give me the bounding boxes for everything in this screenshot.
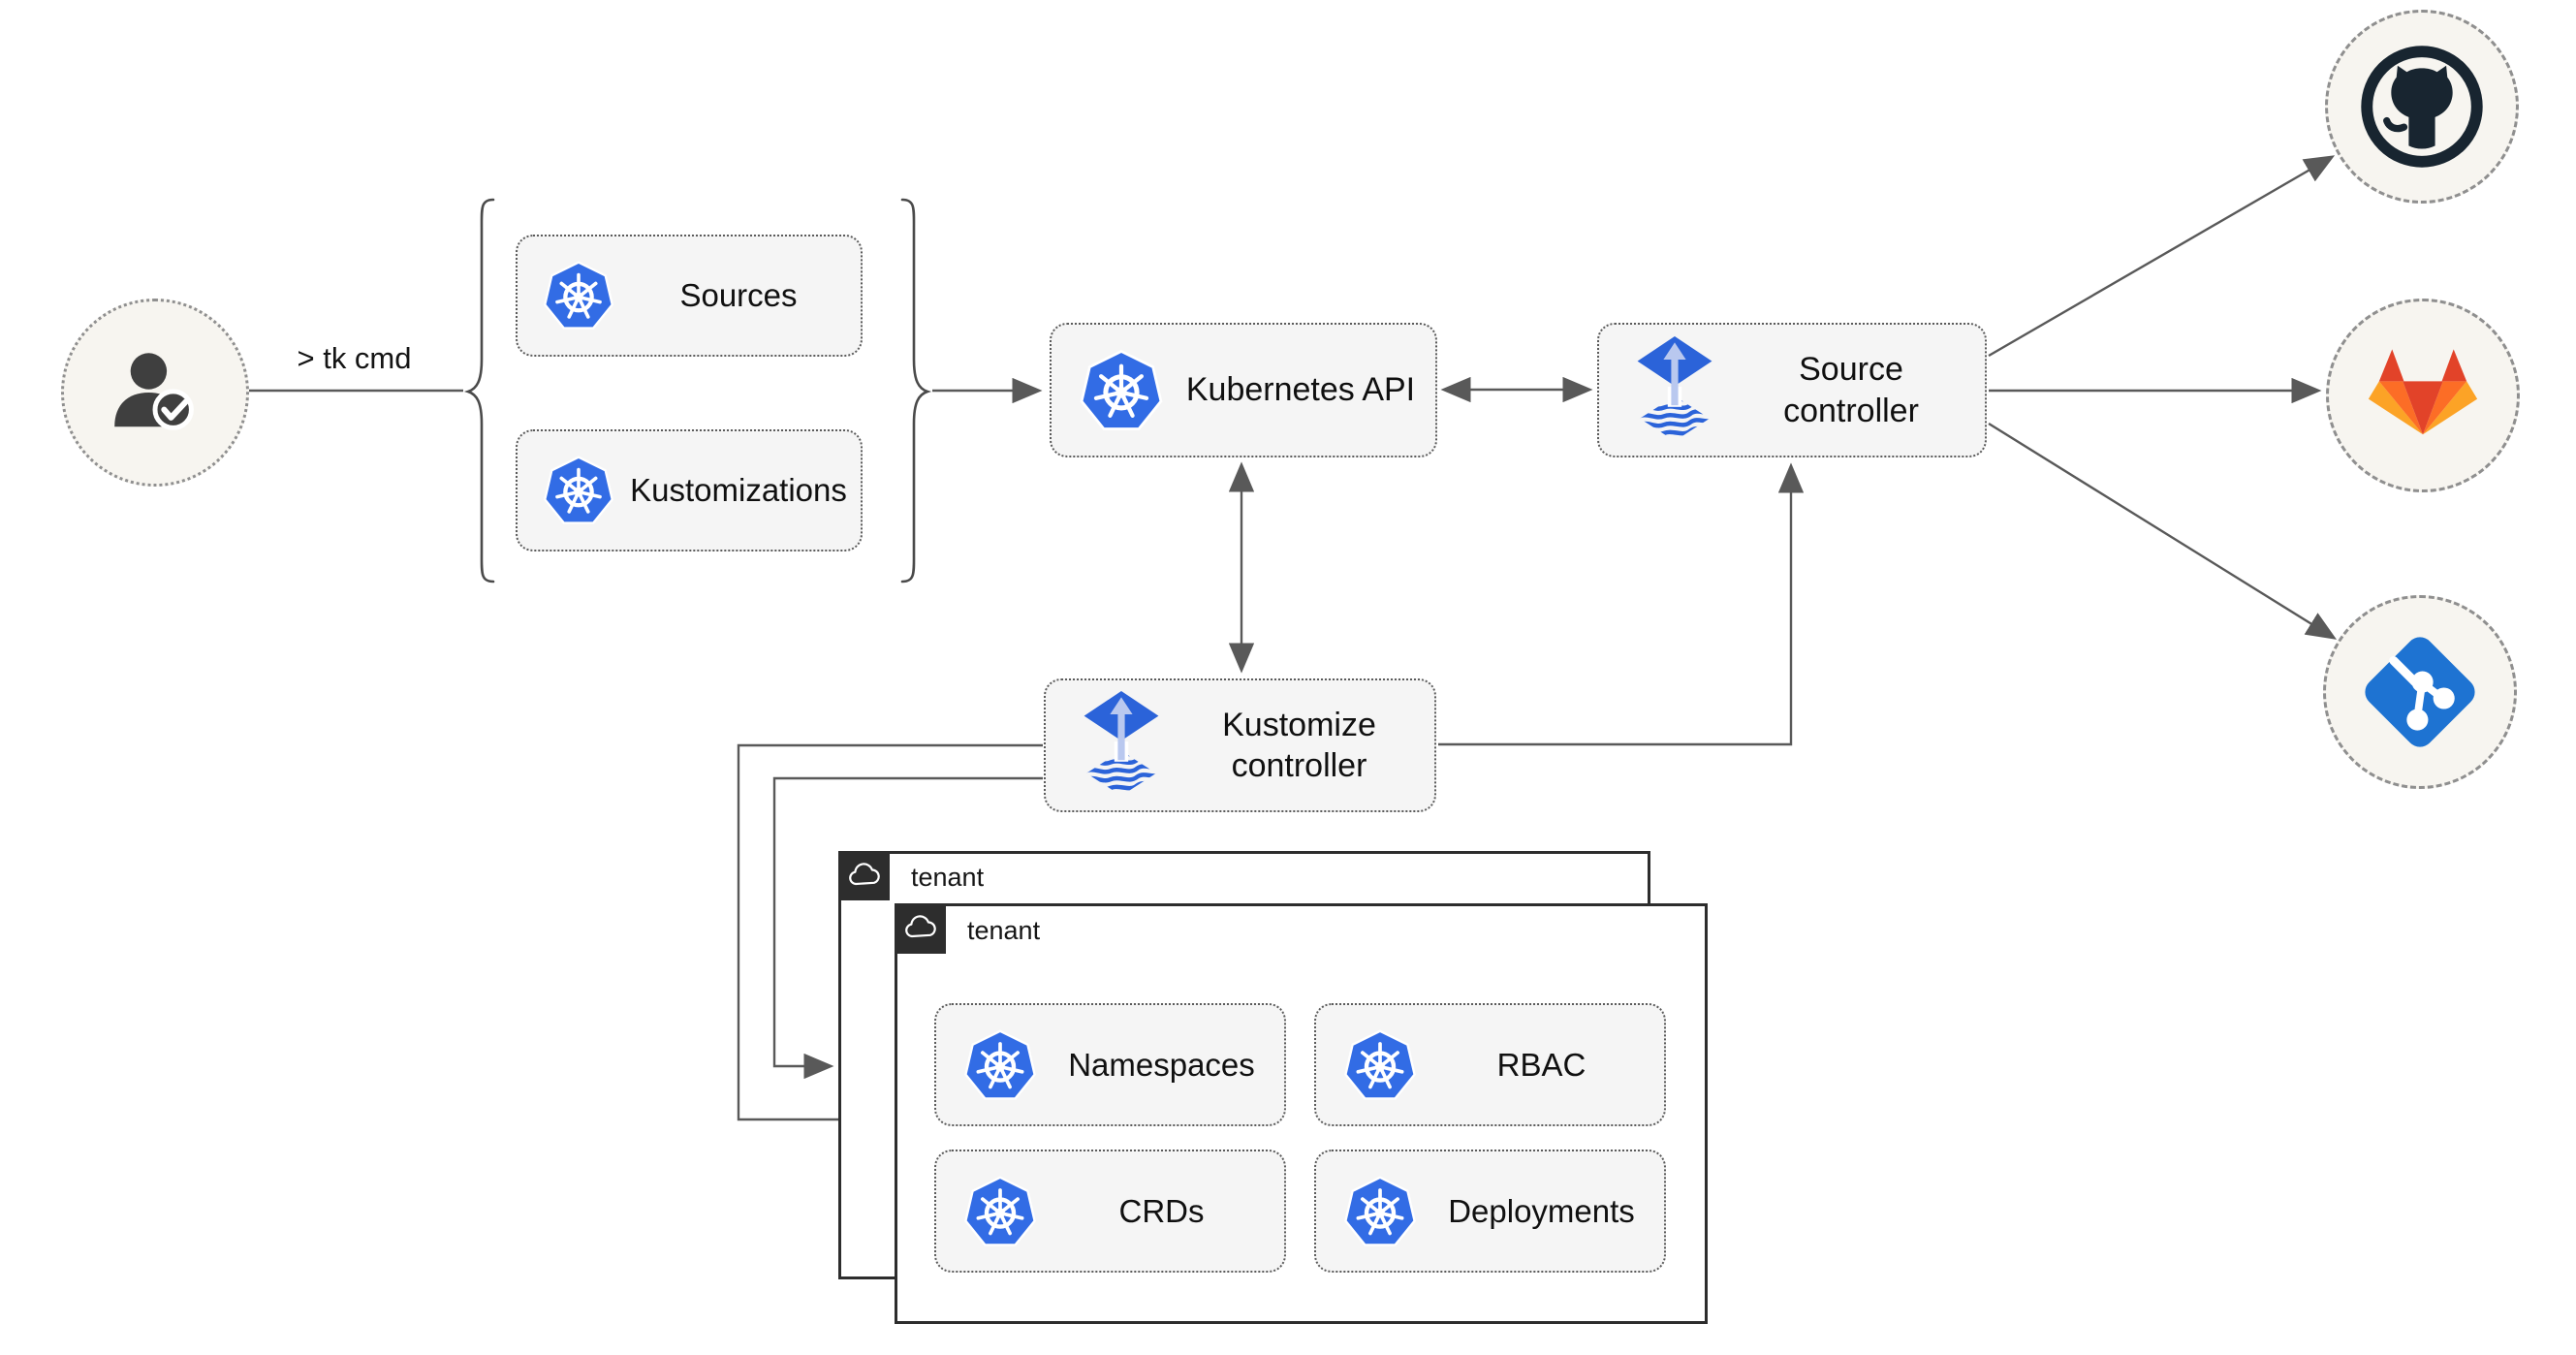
kubernetes-icon [1341, 1026, 1419, 1104]
tenant-front-tab [895, 903, 946, 954]
repo-github [2325, 10, 2519, 204]
user-check-icon [102, 339, 208, 446]
kubernetes-icon [541, 258, 616, 333]
edge-source-controller-to-github [1988, 155, 2336, 358]
node-kustomize-controller-label: Kustomize controller [1222, 706, 1376, 785]
node-kubernetes-api-label: Kubernetes API [1185, 371, 1416, 409]
node-deployments: Deployments [1314, 1150, 1666, 1273]
node-kubernetes-api: Kubernetes API [1050, 323, 1437, 457]
node-kustomizations: Kustomizations [516, 429, 863, 551]
node-kustomizations-label: Kustomizations [630, 472, 847, 509]
kubernetes-icon [961, 1173, 1039, 1250]
github-icon [2358, 43, 2486, 171]
node-rbac-label: RBAC [1496, 1046, 1586, 1083]
node-crds-label: CRDs [1118, 1192, 1205, 1229]
left-brace [463, 198, 495, 583]
repo-git [2323, 595, 2517, 789]
node-sources-label: Sources [679, 277, 798, 314]
kubernetes-icon [961, 1026, 1039, 1104]
git-icon [2357, 629, 2483, 755]
node-namespaces-label: Namespaces [1068, 1046, 1255, 1083]
node-deployments-label: Deployments [1448, 1192, 1635, 1229]
node-sources: Sources [516, 235, 863, 357]
kubernetes-icon [1077, 346, 1166, 435]
cloud-icon [903, 915, 938, 942]
right-brace [900, 198, 932, 583]
node-namespaces: Namespaces [934, 1003, 1286, 1126]
kubernetes-icon [1341, 1173, 1419, 1250]
node-source-controller: Source controller [1597, 323, 1987, 457]
node-kustomize-controller: Kustomize controller [1044, 678, 1436, 812]
repo-gitlab [2326, 299, 2520, 492]
kubernetes-icon [541, 453, 616, 528]
tenant-front-label: tenant [967, 916, 1041, 945]
cli-command-label: > tk cmd [297, 341, 412, 375]
tenant-back-tab [838, 851, 890, 900]
node-source-controller-label: Source controller [1783, 351, 1919, 429]
node-crds: CRDs [934, 1150, 1286, 1273]
node-rbac: RBAC [1314, 1003, 1666, 1126]
edge-source-controller-to-git [1988, 422, 2338, 640]
user-avatar [61, 299, 249, 487]
flux-icon [1079, 687, 1164, 804]
gitlab-icon [2364, 341, 2482, 450]
edge-kustomize-to-source-controller [1438, 462, 1805, 746]
tenant-back-label: tenant [911, 863, 985, 892]
flux-icon [1632, 332, 1717, 449]
cloud-icon [847, 862, 882, 890]
